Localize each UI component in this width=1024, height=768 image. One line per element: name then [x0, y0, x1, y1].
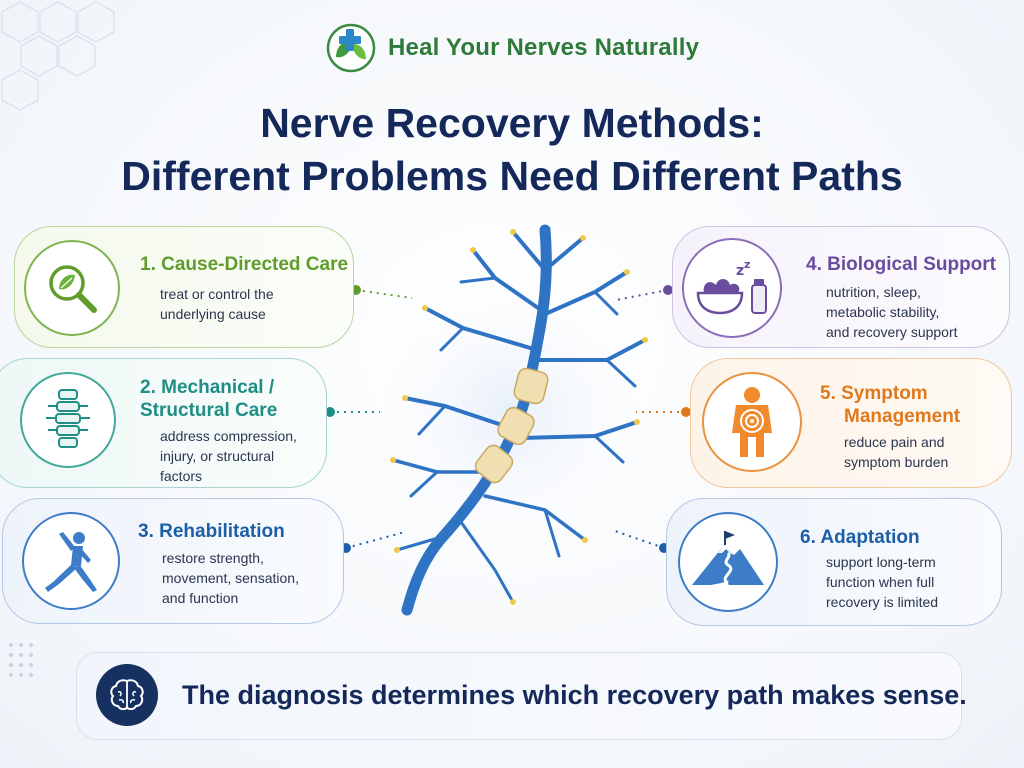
spine-icon [46, 389, 90, 448]
method-desc-6: support long-term function when full rec… [826, 554, 939, 610]
method-title-5: 5. Symptom Management [820, 383, 961, 427]
method-desc-4: nutrition, sleep, metabolic stability, a… [826, 284, 958, 340]
method-badge-4: z z [682, 238, 782, 338]
method-desc-1: treat or control the underlying cause [160, 286, 274, 322]
method-title-2: 2. Mechanical / Structural Care [140, 377, 278, 421]
method-badge-3 [22, 512, 120, 610]
method-badge-6 [678, 512, 778, 612]
body-pain-target-icon [732, 387, 772, 457]
stretching-person-icon [45, 532, 97, 592]
conclusion-text: The diagnosis determines which recovery … [182, 680, 967, 710]
svg-text:z: z [736, 263, 744, 279]
brand-header: Heal Your Nerves Naturally [326, 22, 699, 74]
method-desc-5: reduce pain and symptom burden [844, 434, 949, 470]
page-title-line-2: Different Problems Need Different Paths [121, 153, 903, 199]
method-badge-5 [702, 372, 802, 472]
page-title-line-1: Nerve Recovery Methods: [260, 100, 764, 146]
method-badge-2 [20, 372, 116, 468]
food-sleep-supplement-icon: z z [696, 258, 767, 315]
neuron-illustration [350, 224, 670, 616]
leaf-cross-logo-icon [326, 23, 376, 73]
banner-icon-badge [96, 664, 158, 726]
magnifier-leaf-icon [49, 265, 97, 313]
dot-grid [9, 643, 33, 677]
method-title-1: 1. Cause-Directed Care [140, 254, 349, 275]
brain-icon [110, 679, 144, 711]
method-title-6: 6. Adaptation [800, 527, 920, 548]
method-title-3: 3. Rehabilitation [138, 521, 285, 542]
method-desc-3: restore strength, movement, sensation, a… [162, 550, 299, 606]
method-badge-1 [24, 240, 120, 336]
conclusion-banner [76, 652, 962, 740]
method-title-4: 4. Biological Support [806, 254, 997, 275]
brand-name: Heal Your Nerves Naturally [388, 34, 700, 61]
svg-text:z: z [744, 258, 750, 271]
method-desc-2: address compression, injury, or structur… [160, 428, 297, 484]
hexagon-pattern [1, 1, 115, 111]
mountain-path-icon [692, 531, 764, 595]
